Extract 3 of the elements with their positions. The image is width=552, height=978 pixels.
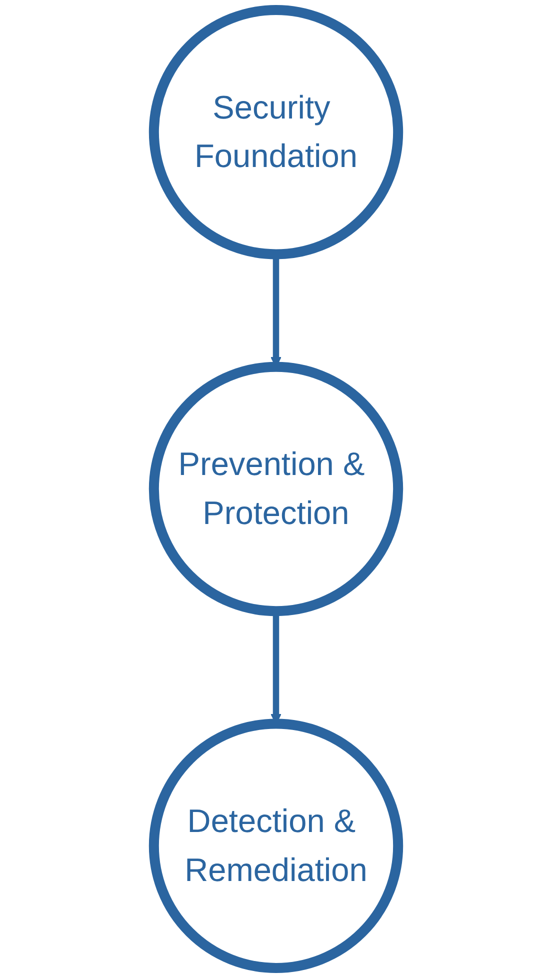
node-circle: Detection & Remediation <box>148 718 404 973</box>
node-circle: Security Foundation <box>148 5 404 260</box>
node-circle: Prevention & Protection <box>148 362 404 616</box>
